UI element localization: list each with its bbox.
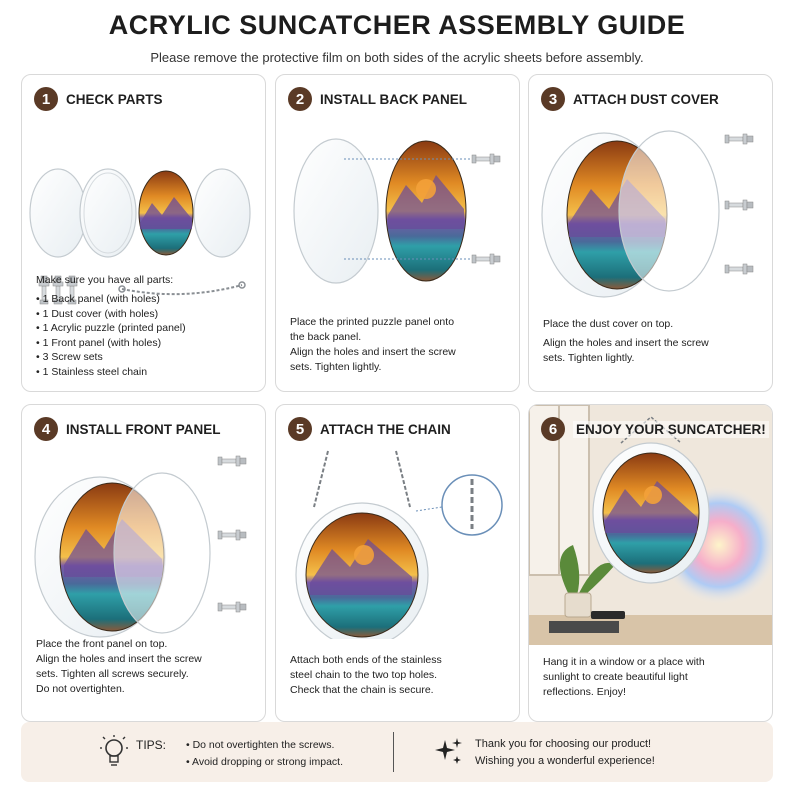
parts-illustration [29, 168, 251, 305]
step-line: the back panel. [290, 331, 362, 343]
list-item: 1 Front panel (with holes) [36, 336, 255, 351]
dust-cover-inner [83, 172, 133, 254]
chain-left [313, 450, 329, 508]
step-title: INSTALL BACK PANEL [320, 91, 467, 107]
list-item: 1 Acrylic puzzle (printed panel) [36, 321, 255, 336]
step-line: sunlight to create beautiful light [543, 671, 688, 683]
chain-right [395, 450, 411, 508]
step-card-install-front-panel: 4 INSTALL FRONT PANEL Place the front pa… [21, 404, 266, 722]
step-number-badge: 1 [34, 87, 58, 111]
step-header: 2 INSTALL BACK PANEL [288, 87, 467, 111]
back-panel [293, 138, 379, 284]
step-number-badge: 3 [541, 87, 565, 111]
list-item: 1 Stainless steel chain [36, 365, 255, 380]
window-photo [529, 405, 772, 645]
step-line: sets. Tighten all screws securely. [36, 668, 189, 680]
page-subtitle: Please remove the protective film on bot… [150, 50, 644, 65]
plant-leaves [559, 545, 615, 595]
screw-icons [471, 153, 501, 265]
step-title: ENJOY YOUR SUNCATCHER! [573, 420, 769, 438]
step-line: steel chain to the two top holes. [290, 669, 438, 681]
step-header: 1 CHECK PARTS [34, 87, 163, 111]
screw-icons [217, 455, 247, 613]
parts-description: Make sure you have all parts: 1 Back pan… [36, 273, 255, 379]
step-line: Attach both ends of the stainless [290, 654, 442, 666]
step-number-badge: 5 [288, 417, 312, 441]
zoom-circle [441, 474, 503, 536]
plant-pot [564, 592, 592, 618]
step-description: Place the dust cover on top. Align the h… [543, 317, 762, 366]
step-line: Place the dust cover on top. [543, 318, 674, 330]
step-description: Attach both ends of the stainless steel … [290, 653, 509, 698]
step-number-badge: 4 [34, 417, 58, 441]
step-line: sets. Tighten lightly. [290, 361, 382, 373]
step-card-check-parts: 1 CHECK PARTS Make sure you have all par… [21, 74, 266, 392]
tips-label: TIPS: [136, 738, 167, 752]
step-line: Align the holes and insert the screw [543, 337, 709, 349]
step-title: CHECK PARTS [66, 91, 163, 107]
back-panel [29, 168, 87, 258]
tips-divider [393, 732, 394, 772]
lightbulb-icon [100, 735, 128, 766]
thanks-line: Thank you for choosing our product! [475, 738, 652, 750]
phone [591, 611, 625, 619]
front-panel [193, 168, 251, 258]
step-line: Check that the chain is secure. [290, 684, 434, 696]
parts-list: 1 Back panel (with holes) 1 Dust cover (… [36, 292, 255, 379]
page-title: ACRYLIC SUNCATCHER ASSEMBLY GUIDE [108, 10, 686, 40]
step-header: 4 INSTALL FRONT PANEL [34, 417, 221, 441]
step-line: Do not overtighten. [36, 683, 125, 695]
dust-cover [618, 130, 720, 292]
step-line: Align the holes and insert the screw [290, 346, 456, 358]
dust-cover [79, 168, 137, 258]
step-line: Place the printed puzzle panel onto [290, 316, 455, 328]
step-number-badge: 6 [541, 417, 565, 441]
printed-panel-mountains [140, 197, 192, 229]
parts-intro: Make sure you have all parts: [36, 274, 174, 286]
step-card-attach-dust-cover: 3 ATTACH DUST COVER Place the dust cover… [528, 74, 773, 392]
step-description: Place the printed puzzle panel onto the … [290, 315, 509, 375]
step-description: Hang it in a window or a place with sunl… [543, 655, 762, 700]
tips-list: Do not overtighten the screws. Avoid dro… [186, 737, 343, 771]
front-panel [113, 472, 211, 634]
back-panel-illustration [293, 138, 501, 284]
tips-bar: TIPS: Do not overtighten the screws. Avo… [21, 722, 773, 782]
front-panel-illustration [34, 455, 247, 638]
step-line: reflections. Enjoy! [543, 686, 626, 698]
step-description: Place the front panel on top. Align the … [36, 637, 255, 697]
step-header: 5 ATTACH THE CHAIN [288, 417, 451, 441]
screw-icons [724, 133, 754, 275]
step-header: 3 ATTACH DUST COVER [541, 87, 719, 111]
list-item: 1 Dust cover (with holes) [36, 307, 255, 322]
thanks-line: Wishing you a wonderful experience! [475, 755, 655, 767]
chain-illustration [295, 450, 503, 639]
step-card-enjoy: 6 ENJOY YOUR SUNCATCHER! Hang it in a wi… [528, 404, 773, 722]
step-line: Align the holes and insert the screw [36, 653, 202, 665]
tip-item: Do not overtighten the screws. [186, 737, 343, 754]
step-title: ATTACH THE CHAIN [320, 421, 451, 437]
thank-you-message: Thank you for choosing our product! Wish… [475, 736, 655, 770]
step-number-badge: 2 [288, 87, 312, 111]
sparkle-icon [435, 738, 462, 764]
step-card-install-back-panel: 2 INSTALL BACK PANEL Place the printed p… [275, 74, 520, 392]
step-card-attach-chain: 5 ATTACH THE CHAIN Attach both ends of t… [275, 404, 520, 722]
step-line: Place the front panel on top. [36, 638, 168, 650]
tip-item: Avoid dropping or strong impact. [186, 754, 343, 771]
step-header: 6 ENJOY YOUR SUNCATCHER! [541, 417, 769, 441]
list-item: 3 Screw sets [36, 350, 255, 365]
step-title: INSTALL FRONT PANEL [66, 421, 221, 437]
list-item: 1 Back panel (with holes) [36, 292, 255, 307]
notebook [549, 621, 619, 633]
step-line: sets. Tighten lightly. [543, 352, 635, 364]
dust-cover-illustration [541, 130, 754, 298]
step-title: ATTACH DUST COVER [573, 91, 719, 107]
step-line: Hang it in a window or a place with [543, 656, 705, 668]
